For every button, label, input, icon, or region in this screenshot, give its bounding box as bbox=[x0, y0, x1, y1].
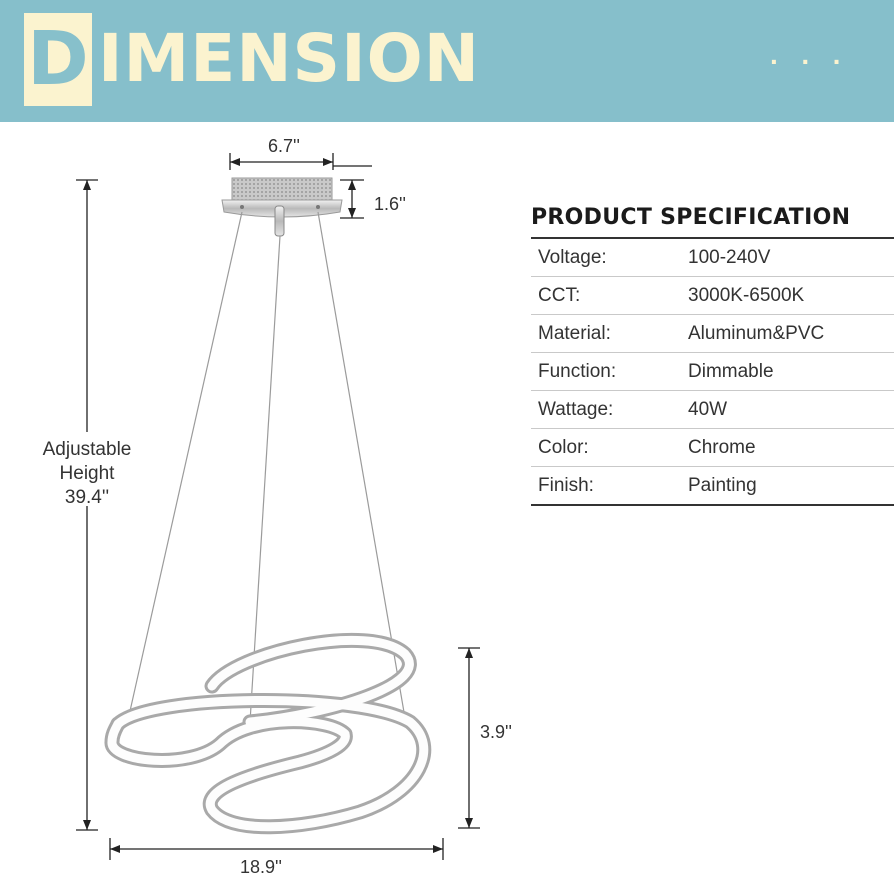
spec-row: CCT: 3000K-6500K bbox=[531, 277, 894, 315]
spec-row: Voltage: 100-240V bbox=[531, 239, 894, 277]
spec-key: Color: bbox=[538, 437, 589, 458]
spec-row: Material: Aluminum&PVC bbox=[531, 315, 894, 353]
spec-key: CCT: bbox=[538, 285, 581, 306]
spec-row: Finish: Painting bbox=[531, 467, 894, 506]
spec-title: PRODUCT SPECIFICATION bbox=[531, 205, 851, 230]
canopy bbox=[221, 177, 343, 237]
spec-key: Function: bbox=[538, 361, 617, 382]
spec-value: Aluminum&PVC bbox=[688, 323, 825, 344]
adjustable-height-line-1: Adjustable bbox=[42, 439, 132, 460]
spec-row: Wattage: 40W bbox=[531, 391, 894, 429]
canopy-width-label: 6.7'' bbox=[268, 136, 300, 156]
spec-row: Color: Chrome bbox=[531, 429, 894, 467]
adjustable-height-line-2: Height bbox=[59, 463, 115, 484]
pendant-light-drawing bbox=[76, 153, 480, 860]
spec-value: Chrome bbox=[688, 437, 756, 458]
ring-diameter-label: 18.9'' bbox=[240, 857, 282, 877]
spec-value: 100-240V bbox=[688, 247, 771, 268]
banner-title: IMENSION bbox=[98, 20, 480, 97]
spec-row: Function: Dimmable bbox=[531, 353, 894, 391]
spec-key: Wattage: bbox=[538, 399, 614, 420]
ring-height-label: 3.9'' bbox=[480, 722, 512, 742]
spec-value: 3000K-6500K bbox=[688, 285, 805, 306]
banner-dots: ··· bbox=[770, 46, 864, 77]
canopy-height-label: 1.6'' bbox=[374, 194, 406, 214]
spec-value: Painting bbox=[688, 475, 757, 496]
spec-value: 40W bbox=[688, 399, 728, 420]
banner-initial-letter: D bbox=[24, 13, 92, 106]
adjustable-height-label: Adjustable Height 39.4'' bbox=[28, 438, 146, 510]
suspension-wires bbox=[127, 211, 406, 723]
spec-value: Dimmable bbox=[688, 361, 774, 382]
spec-key: Voltage: bbox=[538, 247, 607, 268]
dimension-banner: D IMENSION ··· bbox=[0, 0, 894, 122]
spec-top-rule bbox=[531, 237, 894, 239]
dimension-lines bbox=[76, 153, 480, 860]
spec-key: Finish: bbox=[538, 475, 594, 496]
spec-key: Material: bbox=[538, 323, 611, 344]
adjustable-height-value: 39.4'' bbox=[64, 487, 110, 508]
product-specification: PRODUCT SPECIFICATION Voltage: 100-240V … bbox=[531, 203, 894, 506]
led-spiral-rings bbox=[104, 632, 432, 835]
